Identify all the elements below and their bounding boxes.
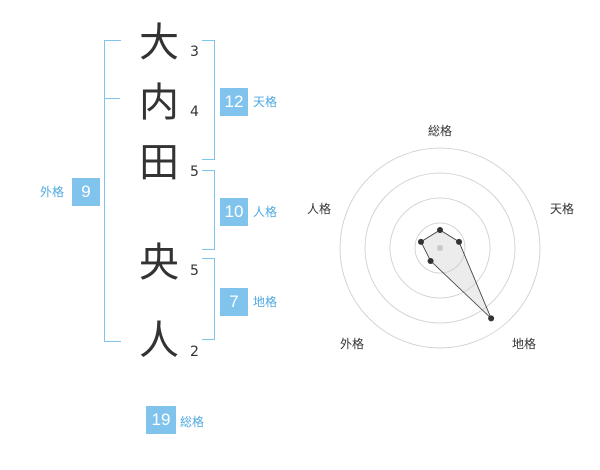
radar-ring-1 [414,222,466,274]
gaikaku-label: 外格 [40,185,65,199]
radar-point-chikaku [488,315,495,322]
jinkaku-bracket [202,170,215,250]
radar-rings [339,147,541,349]
gaikaku-value-badge: 9 [72,178,100,206]
chikaku-label: 地格 [253,295,278,309]
radar-point-tenkaku [456,238,463,245]
gaikaku-mid-tick [104,98,120,99]
stroke-count-3: 5 [190,164,199,180]
radar-axis-chikaku: 地格 [512,337,537,351]
stroke-count-1: 3 [190,44,199,60]
stroke-count-2: 4 [190,104,199,120]
name-char-2: 内 [139,80,179,126]
stroke-count-4: 5 [190,263,199,279]
radar-ring-3 [364,172,516,324]
chikaku-bracket [202,258,215,340]
radar-center [437,245,443,251]
radar-ring-4 [339,147,541,349]
jinkaku-value-badge: 10 [220,198,248,226]
radar-axis-gaikaku: 外格 [340,337,365,351]
stroke-count-5: 2 [190,344,199,360]
gaikaku-bracket [104,40,121,342]
tenkaku-bracket [202,40,215,160]
name-char-1: 大 [139,20,179,66]
radar-shape [417,227,495,322]
soukaku-label: 総格 [180,415,205,429]
radar-axis-tenkaku: 天格 [550,202,575,216]
tenkaku-label: 天格 [253,95,278,109]
tenkaku-value-badge: 12 [220,88,248,116]
radar-point-jinkaku [417,238,424,245]
name-char-5: 人 [139,318,179,364]
jinkaku-label: 人格 [253,205,278,219]
radar-point-soukaku [437,227,443,233]
chikaku-value-badge: 7 [220,288,248,316]
name-char-4: 央 [139,240,179,286]
radar-point-gaikaku [427,257,434,264]
radar-axis-soukaku: 総格 [428,124,453,138]
name-char-3: 田 [139,140,179,186]
radar-polygon [420,229,492,319]
radar-ring-2 [389,197,491,299]
radar-axis-jinkaku: 人格 [307,202,332,216]
soukaku-value-badge: 19 [146,406,176,434]
